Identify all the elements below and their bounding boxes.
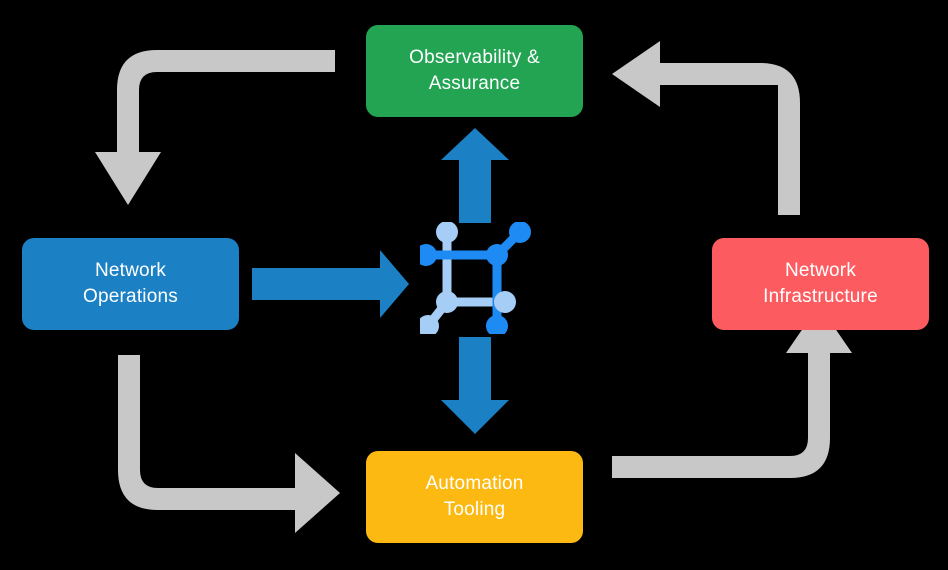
network-topology-icon: [420, 222, 531, 334]
blue-arrow-operations-to-center: [252, 250, 409, 318]
box-network-operations[interactable]: Network Operations: [22, 238, 239, 330]
gray-arrow-observability-to-operations: [95, 50, 335, 205]
gray-arrow-automation-to-infrastructure: [612, 305, 852, 478]
icon-light-nodes: [420, 222, 516, 334]
gray-arrow-infrastructure-to-observability: [612, 41, 800, 215]
icon-dark-nodes: [420, 222, 531, 334]
blue-arrow-center-to-observability: [441, 128, 509, 223]
box-network-infrastructure[interactable]: Network Infrastructure: [712, 238, 929, 330]
box-observability-assurance[interactable]: Observability & Assurance: [366, 25, 583, 117]
box-automation-tooling[interactable]: Automation Tooling: [366, 451, 583, 543]
gray-arrow-operations-to-automation: [118, 355, 340, 533]
blue-arrow-center-to-automation: [441, 337, 509, 434]
